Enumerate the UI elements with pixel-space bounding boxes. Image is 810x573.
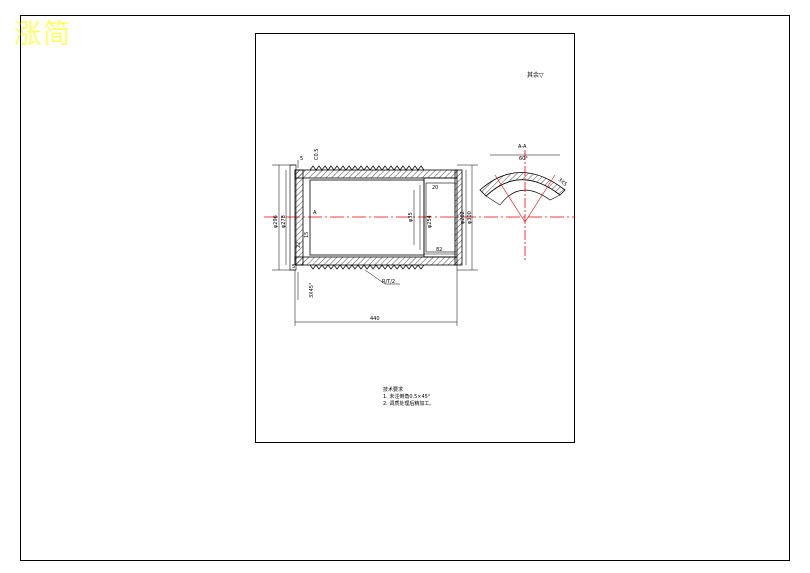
dim-right-outer-dia2: φ300: [467, 211, 473, 224]
dim-overall-length: 440: [370, 316, 380, 322]
dim-left-a: A: [313, 210, 317, 216]
dim-left-thickness: 15: [304, 232, 310, 238]
dim-bottom-chamfer: 3X45°: [309, 282, 315, 298]
notes-line1: 1. 未注倒角0.5×45°: [383, 393, 431, 400]
notes-title: 技术要求: [383, 386, 403, 393]
dim-right-inner-small: φ35: [408, 212, 414, 222]
dim-right-groove-top: 20: [432, 185, 438, 191]
dim-right-outer-dia1: φ282: [460, 211, 466, 224]
dim-right-length: 82: [436, 247, 442, 253]
section-dim: 3X5: [557, 177, 568, 188]
dim-left-wall: 22: [296, 242, 302, 248]
dim-right-inner-dia: φ254: [427, 215, 433, 228]
watermark-text: 涨简: [14, 19, 72, 50]
dim-thread: R/T/2: [382, 279, 395, 285]
main-section-view: [289, 164, 463, 271]
dim-left-inner-dia: φ278: [281, 215, 287, 228]
drawing-sheet: [255, 33, 575, 443]
section-label: A-A: [518, 144, 527, 150]
roughness-note: 其余▽: [527, 71, 544, 79]
dim-bottom-left-small: 5: [292, 264, 295, 270]
dim-left-outer-dia: φ296: [273, 215, 279, 228]
section-angle: 60°: [519, 156, 528, 162]
section-view-a-a: [479, 150, 566, 260]
notes-line2: 2. 调质处理后精加工。: [383, 400, 434, 407]
drawing-outer-frame: [20, 15, 790, 561]
dim-top-chamfer: C0.5: [314, 149, 320, 160]
dimension-lines: [272, 160, 478, 326]
dim-top-left-small: 5: [300, 156, 303, 162]
